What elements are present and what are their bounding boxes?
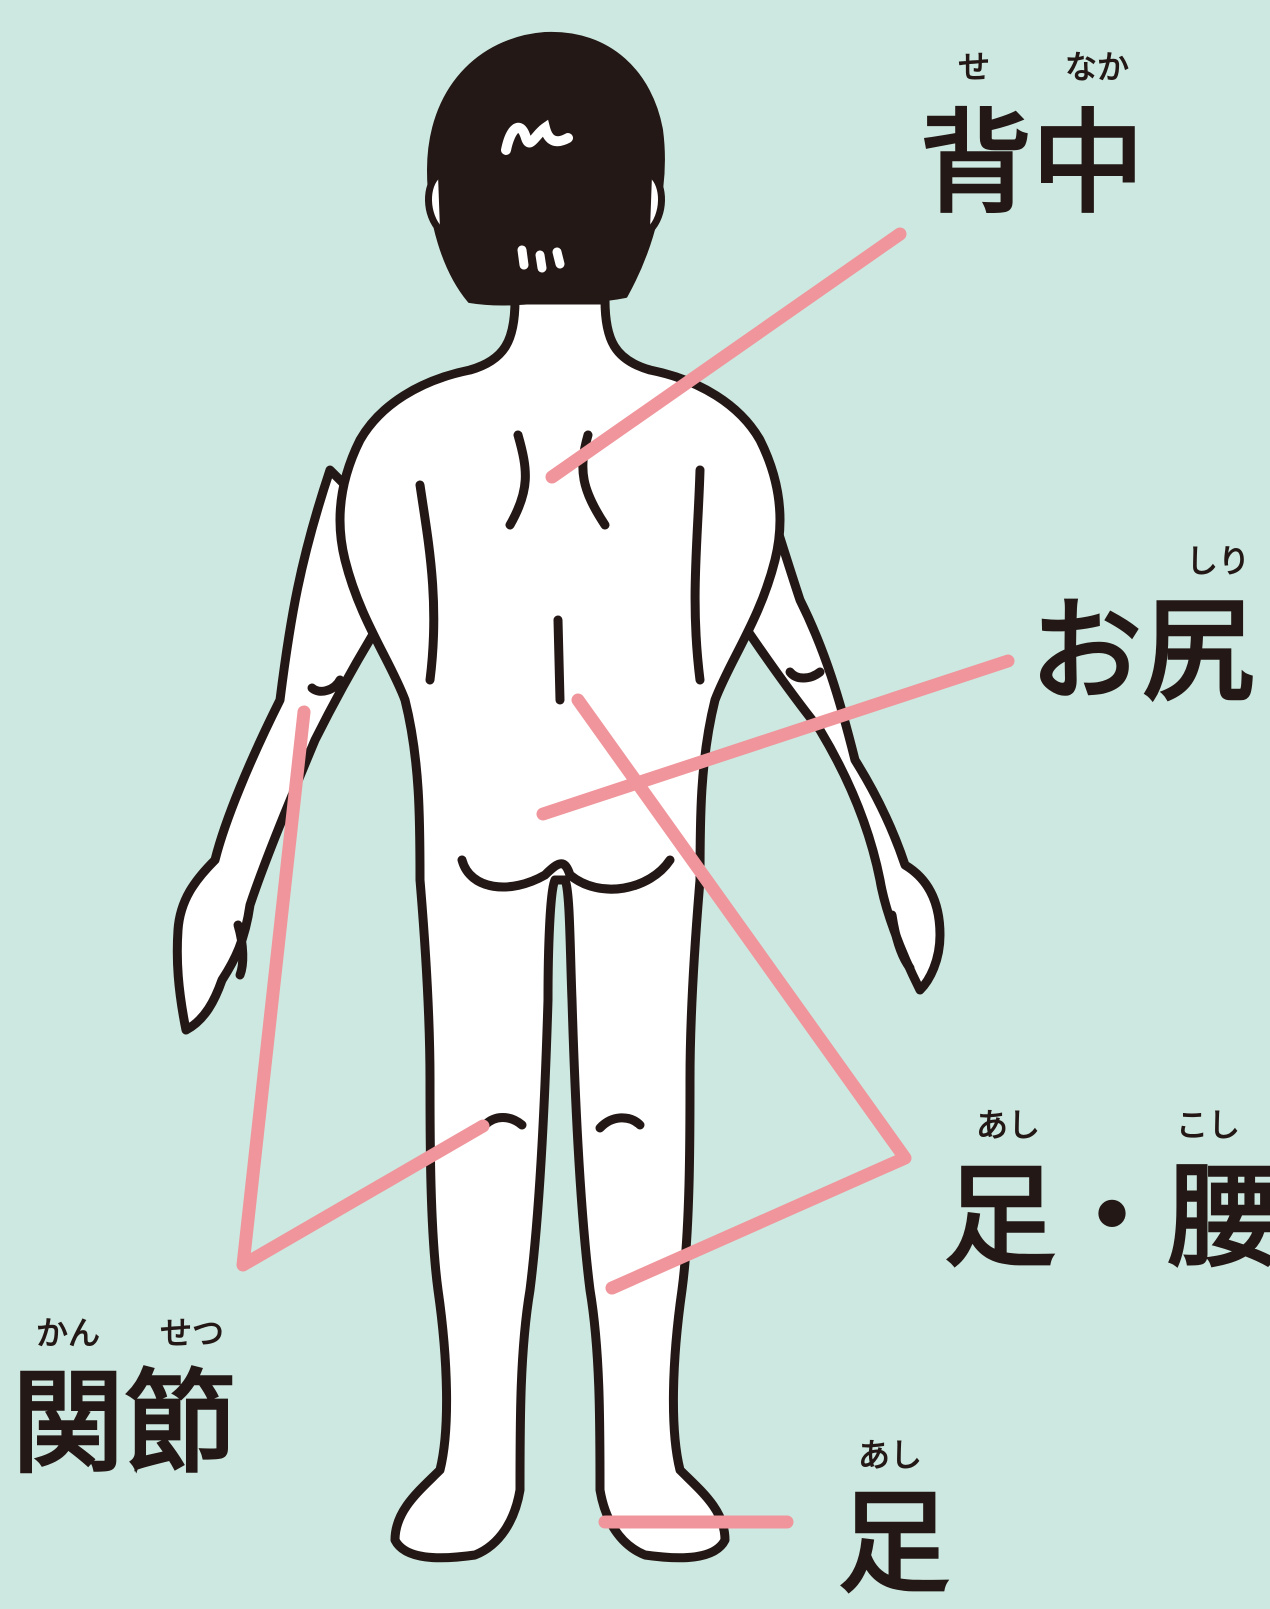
ruby-se: せ — [958, 42, 990, 88]
label-senaka: 背中 — [920, 108, 1144, 220]
waist-right — [695, 470, 700, 680]
hair — [430, 35, 662, 303]
ruby-kan: かん — [36, 1308, 100, 1354]
label-ashi-koshi: 足・腰 — [944, 1162, 1270, 1274]
ruby-naka: なか — [1065, 42, 1129, 88]
label-kansetsu: 関節 — [12, 1368, 236, 1480]
ruby-shiri: しり — [1186, 536, 1250, 582]
label-ashi: 足 — [838, 1488, 950, 1600]
right-ear — [650, 175, 662, 230]
label-shiri: お尻 — [1030, 596, 1254, 708]
spine — [558, 620, 560, 700]
ruby-koshi: こし — [1176, 1100, 1240, 1146]
torso — [340, 300, 780, 1558]
left-ear — [428, 175, 440, 230]
thumb-left — [238, 925, 243, 975]
ruby-ashi-1: あし — [976, 1100, 1040, 1146]
ruby-ashi-2: あし — [858, 1430, 922, 1476]
ruby-setsu: せつ — [160, 1308, 224, 1354]
